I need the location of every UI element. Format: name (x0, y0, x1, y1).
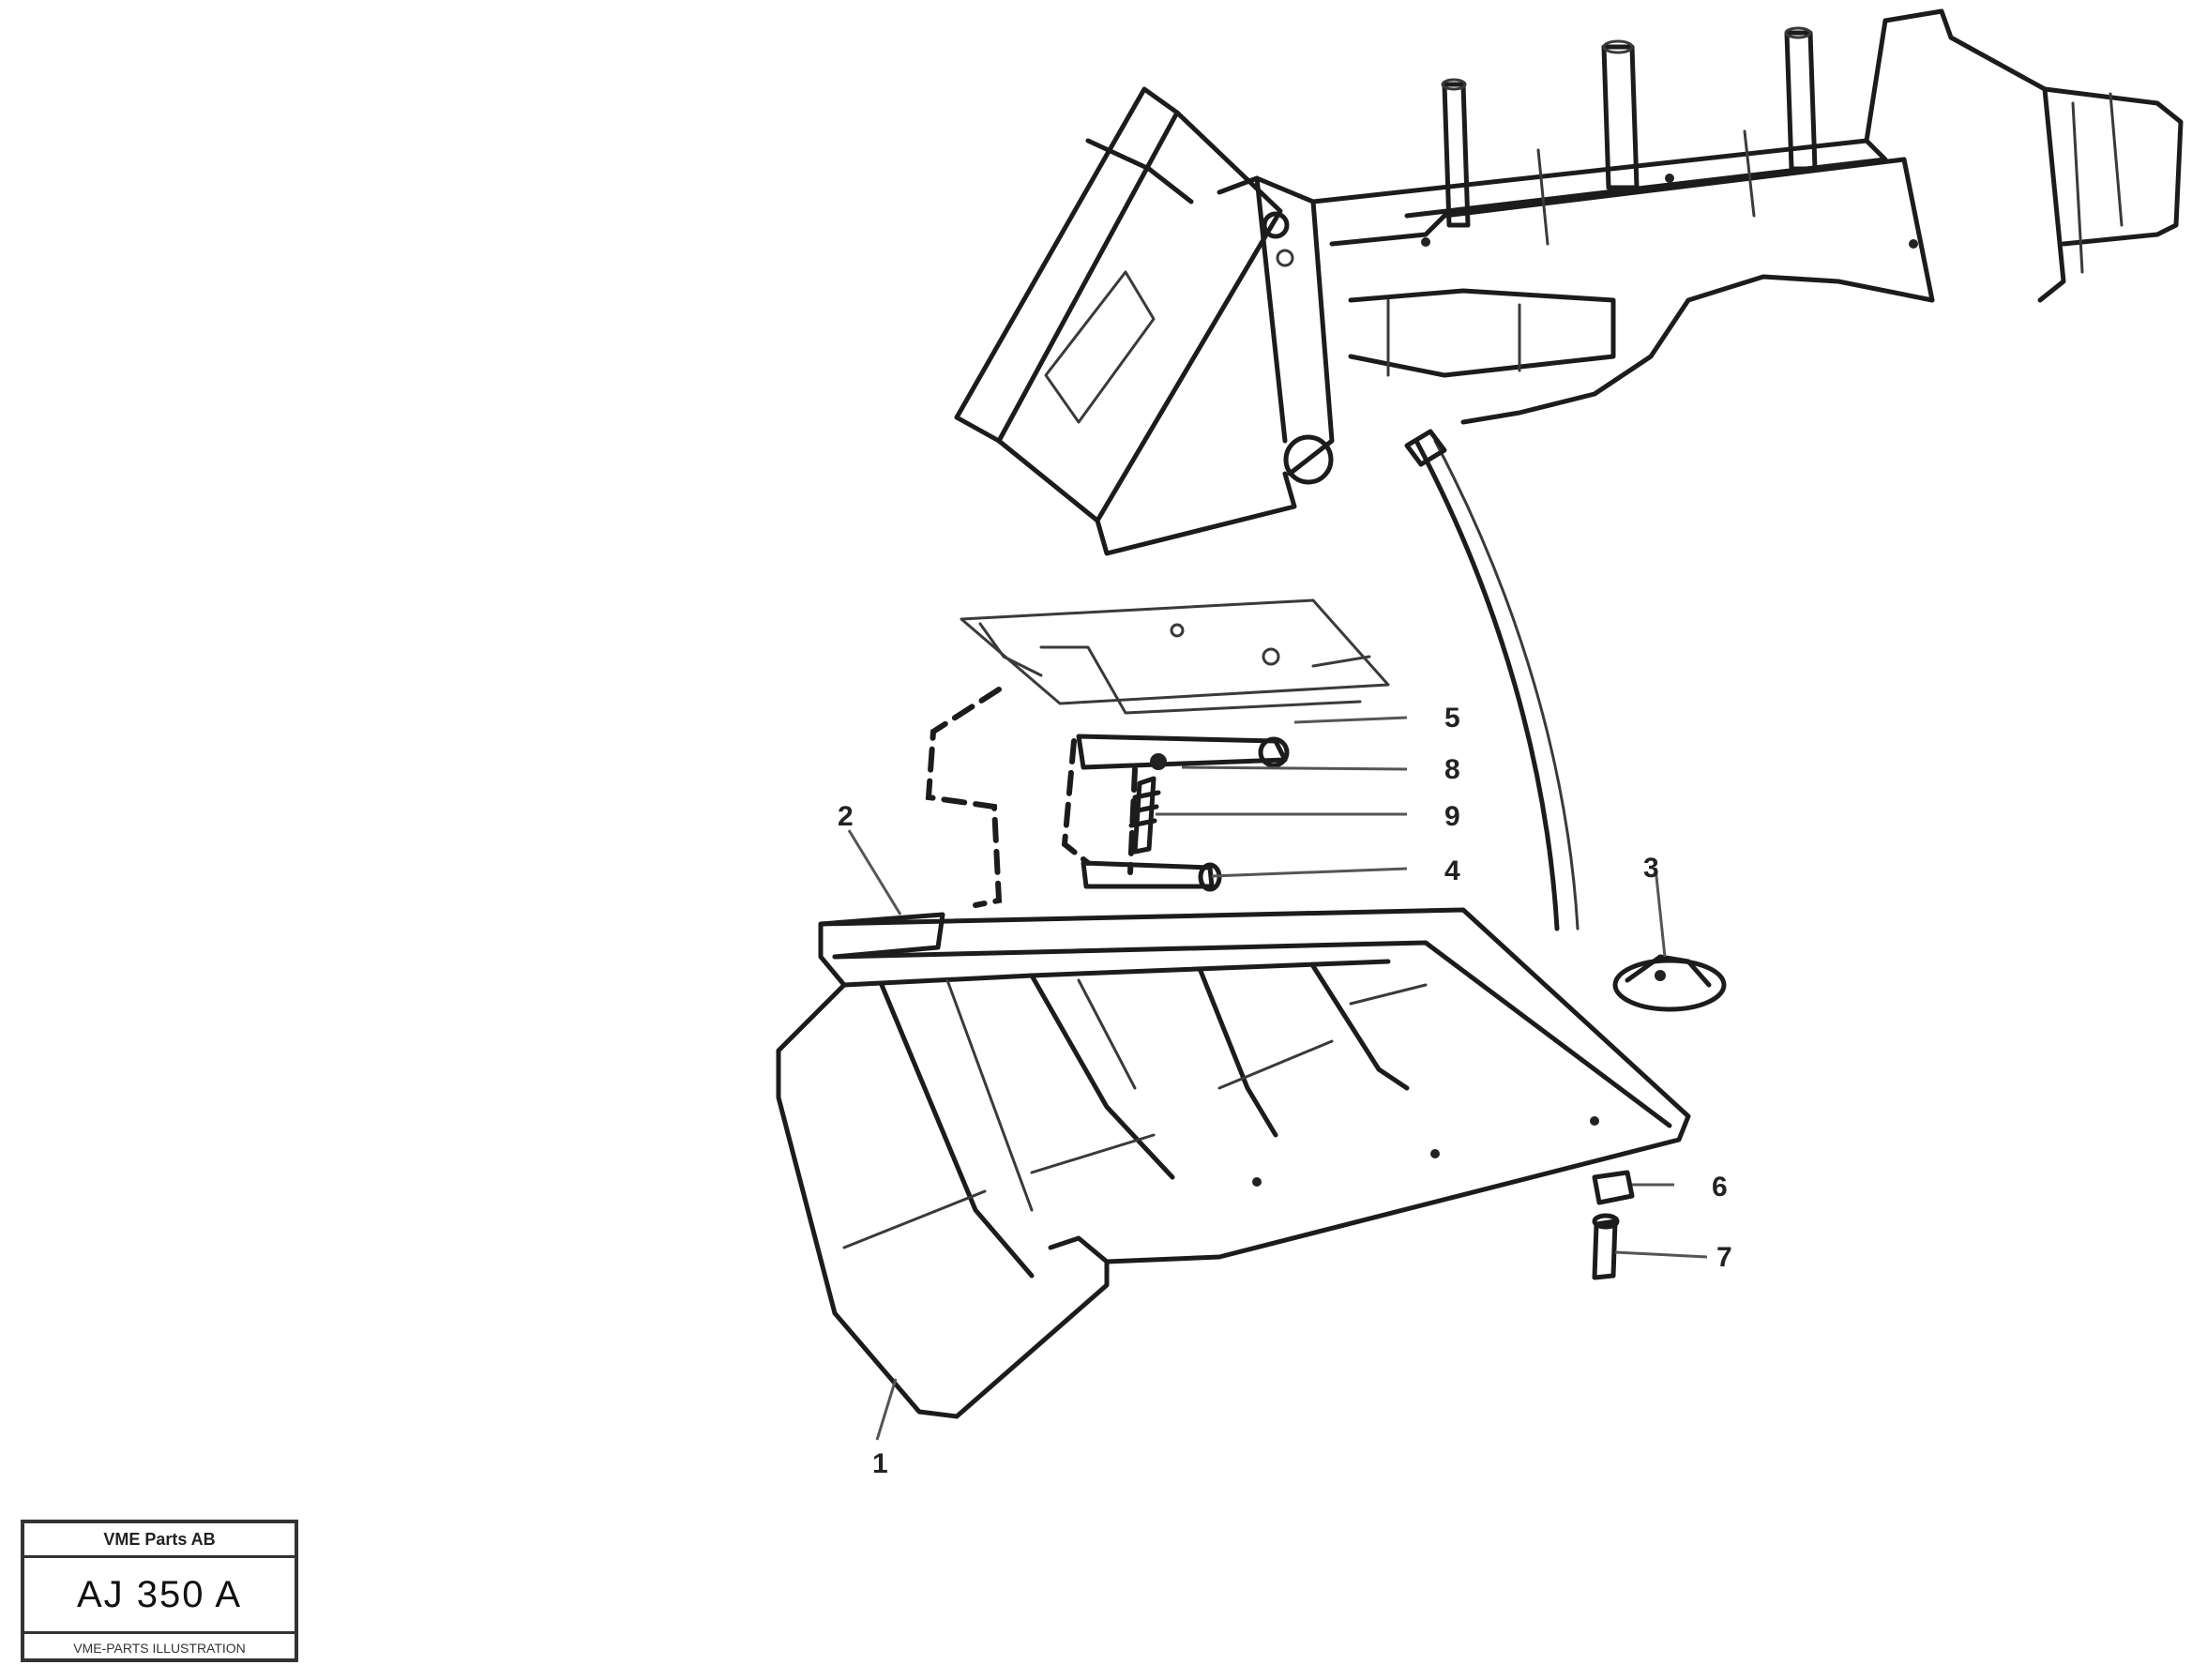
callout-1: 1 (872, 1448, 888, 1479)
callout-5: 5 (1444, 703, 1460, 734)
latch-plate (1612, 954, 1727, 1012)
callout-7: 7 (1716, 1242, 1732, 1273)
lift-arm-assembly (954, 8, 2184, 556)
callout-9: 9 (1444, 801, 1460, 832)
title-block-footer: VME-PARTS ILLUSTRATION (73, 1641, 246, 1656)
callout-2: 2 (838, 801, 854, 832)
callout-8: 8 (1444, 754, 1460, 785)
hydraulic-hose (1413, 438, 1560, 931)
leader-lines (847, 716, 1708, 1441)
callout-4: 4 (1444, 855, 1460, 886)
callout-3: 3 (1643, 853, 1659, 884)
title-block-drawing-code: AJ 350 A (24, 1558, 295, 1634)
title-block: VME Parts AB AJ 350 A VME-PARTS ILLUSTRA… (21, 1520, 298, 1662)
mounting-bracket-parts (925, 598, 1390, 908)
bucket (776, 907, 1691, 1419)
callout-6: 6 (1712, 1172, 1728, 1203)
title-block-company: VME Parts AB (24, 1523, 295, 1558)
